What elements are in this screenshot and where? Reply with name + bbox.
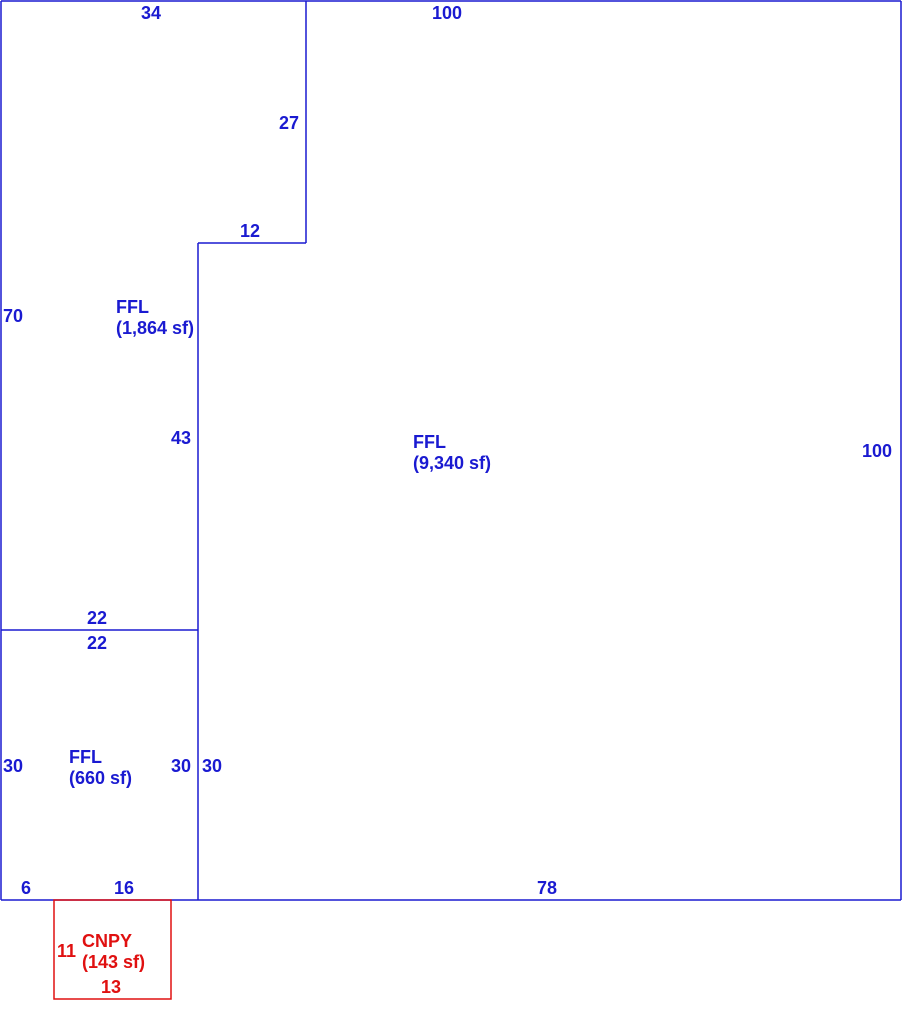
dim-top-left-width: 34: [141, 3, 161, 23]
dim-divider-bottom: 22: [87, 633, 107, 653]
dim-top-main-width: 100: [432, 3, 462, 23]
upper-left-area-code: FFL: [116, 297, 149, 317]
dim-canopy-height: 11: [57, 941, 76, 961]
dimension-labels: 34 100 27 12 70 43 100 22 22 30 30 30 6 …: [3, 3, 892, 898]
dim-lower-inner-height-left: 30: [171, 756, 191, 776]
dim-canopy-width: 13: [101, 977, 121, 997]
canopy-outline: [53, 899, 172, 1000]
dim-bottom-left-segment: 6: [21, 878, 31, 898]
main-area-size: (9,340 sf): [413, 453, 491, 473]
dim-upper-left-height: 70: [3, 306, 23, 326]
dim-notch-height: 27: [279, 113, 299, 133]
dim-divider-top: 22: [87, 608, 107, 628]
dim-lower-left-height: 30: [3, 756, 23, 776]
dim-bottom-mid-segment: 16: [114, 878, 134, 898]
main-outline: [0, 0, 902, 901]
dim-lower-inner-height-right: 30: [202, 756, 222, 776]
dim-inner-wall-height: 43: [171, 428, 191, 448]
canopy-area-size: (143 sf): [82, 952, 145, 972]
upper-left-area-size: (1,864 sf): [116, 318, 194, 338]
lower-left-area-code: FFL: [69, 747, 102, 767]
dim-bottom-main-width: 78: [537, 878, 557, 898]
main-area-code: FFL: [413, 432, 446, 452]
canopy-area-code: CNPY: [82, 931, 132, 951]
dim-main-right-height: 100: [862, 441, 892, 461]
lower-left-area-size: (660 sf): [69, 768, 132, 788]
area-labels: FFL (1,864 sf) FFL (9,340 sf) FFL (660 s…: [69, 297, 491, 788]
canopy-labels: 11 CNPY (143 sf) 13: [57, 931, 145, 997]
dim-notch-width: 12: [240, 221, 260, 241]
